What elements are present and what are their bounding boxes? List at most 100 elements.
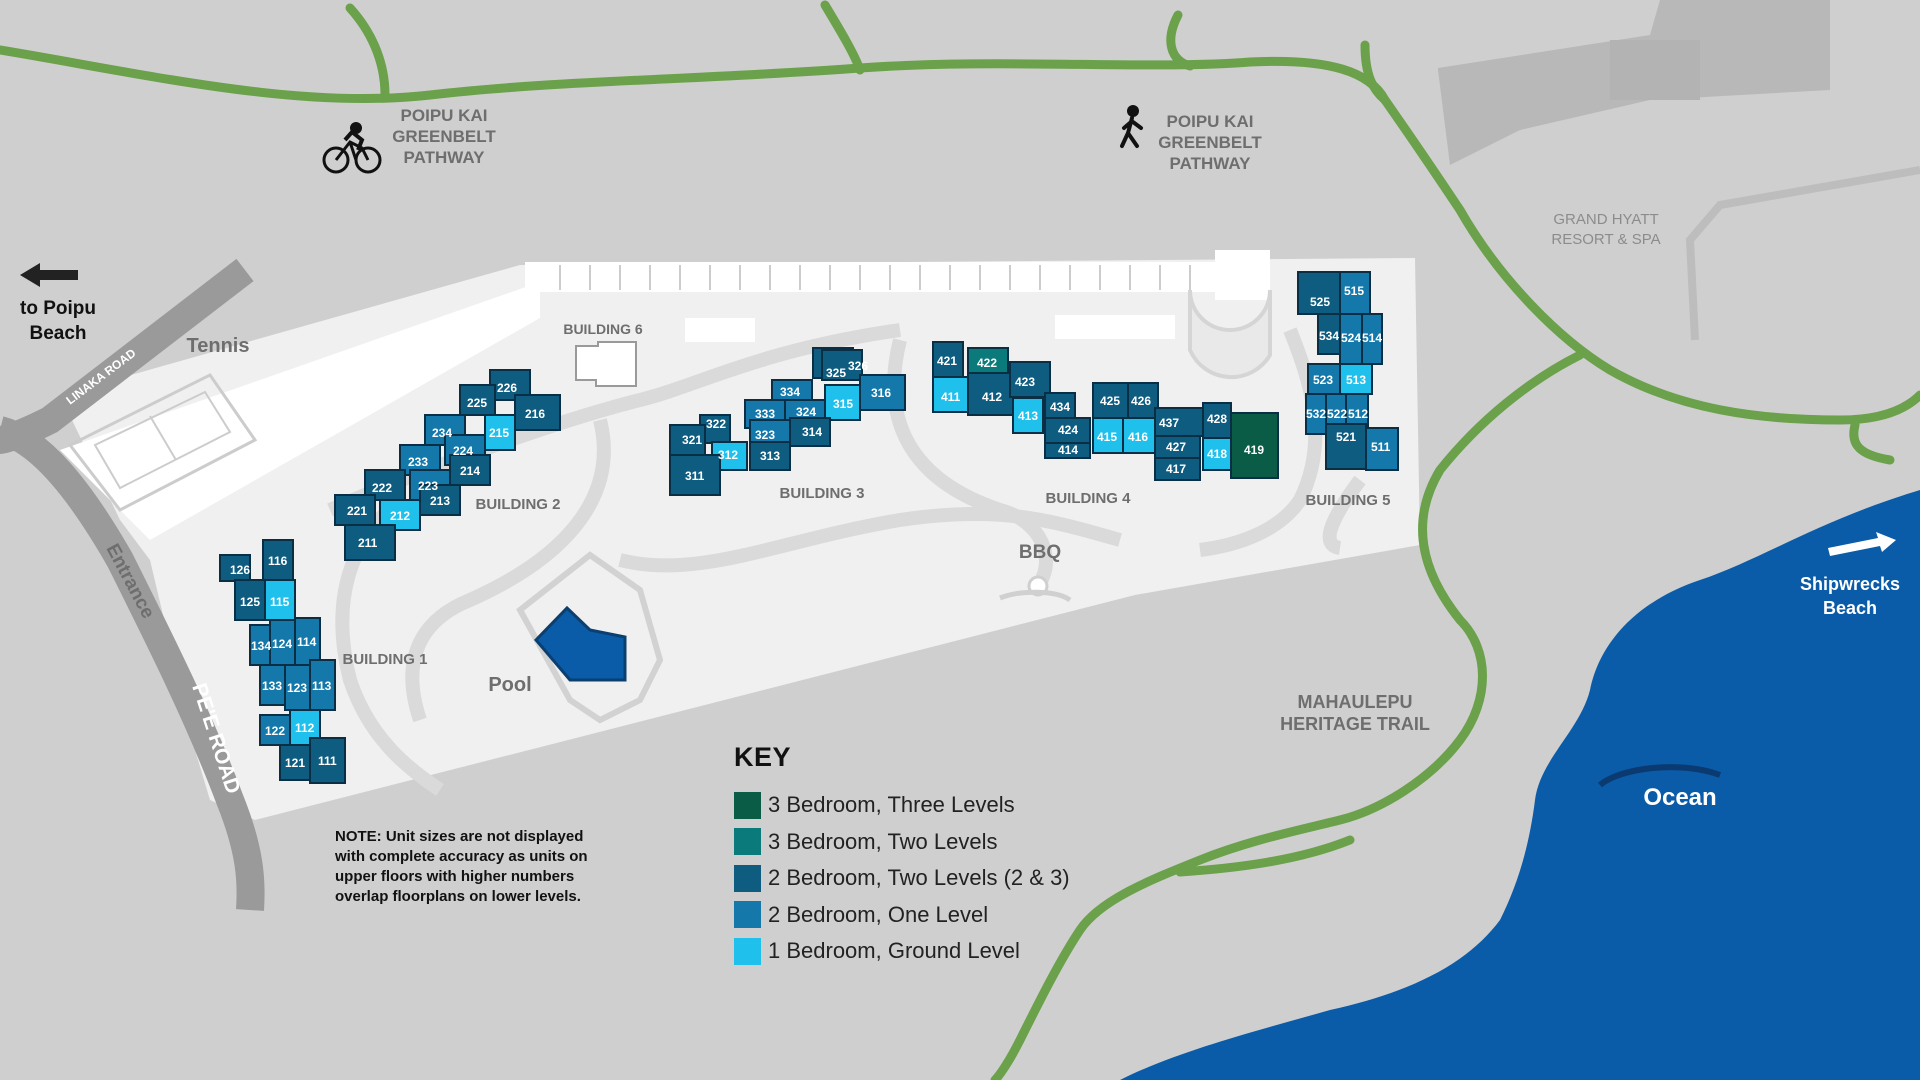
unit-label: 233 [408,455,428,469]
unit-116 [262,539,294,581]
unit-label: 334 [780,385,800,399]
unit-label: 421 [937,354,957,368]
unit-label: 112 [295,721,315,735]
unit-label: 234 [432,426,452,440]
walking-person-icon [1120,105,1143,148]
unit-label: 225 [467,396,487,410]
unit-label: 333 [755,407,775,421]
unit-label: 316 [871,386,891,400]
tennis-label: Tennis [187,335,250,357]
roads [0,258,265,911]
unit-label: 423 [1015,375,1035,389]
greenbelt-left-line1: POIPU KAI [401,106,488,125]
pool-area [516,551,664,724]
unit-label: 522 [1327,407,1347,421]
unit-221 [334,494,376,526]
resort-grounds [60,258,1420,820]
unit-313 [749,441,791,471]
building4: 421 422 411 412 423 413 434 425 426 424 … [932,341,1279,481]
unit-label: 125 [240,595,260,609]
mahaulepu-line2: HERITAGE TRAIL [1280,714,1430,734]
unit-label: 213 [430,494,450,508]
unit-label: 411 [941,390,961,404]
bbq-area [999,575,1072,603]
unit-414 [1044,442,1091,459]
unit-label: 134 [251,639,271,653]
unit-121 [279,744,311,781]
unit-label: 221 [347,504,367,518]
unit-label: 513 [1346,373,1366,387]
unit-422 [967,347,1009,374]
unit-424 [1044,417,1091,444]
legend-item: 2 Bedroom, Two Levels (2 & 3) [734,860,1070,897]
unit-215 [484,414,516,451]
unit-label: 325 [826,366,846,380]
arrow-right-icon [1828,532,1896,556]
unit-416 [1122,417,1156,454]
to-poipu-line1: to Poipu [20,298,96,319]
unit-314 [789,417,831,447]
legend-item: 3 Bedroom, Three Levels [734,787,1070,824]
unit-label: 111 [318,754,337,768]
shipwrecks-line1: Shipwrecks [1800,574,1900,594]
unit-label: 524 [1341,331,1361,345]
buildings-container: 126 116 125 115 134 124 114 133 123 113 … [219,271,1399,784]
unit-411 [932,376,969,413]
unit-label: 312 [718,448,738,462]
greenbelt-left-line3: PATHWAY [404,148,486,167]
ocean-label: Ocean [1643,784,1716,811]
unit-113 [309,659,336,711]
building3: 326 325 316 315 334 324 333 323 314 313 … [669,347,906,496]
unit-325 [821,349,863,381]
legend: KEY 3 Bedroom, Three Levels 3 Bedroom, T… [734,742,1070,970]
unit-112 [289,709,321,746]
legend-swatch [734,828,761,856]
unit-513 [1339,363,1373,395]
unit-label: 422 [977,356,997,370]
unit-125 [234,579,266,621]
legend-item: 1 Bedroom, Ground Level [734,933,1070,970]
unit-label: 416 [1128,430,1148,444]
unit-size-note: NOTE: Unit sizes are not displayed with … [335,828,588,905]
wave-icon [1598,764,1722,788]
unit-515 [1339,271,1371,315]
greenbelt-right-line1: POIPU KAI [1167,112,1254,131]
unit-label: 315 [833,397,853,411]
unit-211 [344,524,396,561]
unit-label: 512 [1348,407,1368,421]
unit-label: 321 [682,433,702,447]
building6-label: BUILDING 6 [563,321,643,337]
unit-417 [1154,457,1201,481]
unit-115 [264,579,296,621]
unit-label: 324 [796,405,816,419]
unit-419 [1230,412,1279,479]
grand-hyatt-line1: GRAND HYATT [1553,211,1658,228]
unit-123 [284,664,311,711]
legend-swatch [734,791,761,819]
unit-label: 322 [706,417,726,431]
unit-label: 223 [418,479,438,493]
unit-label: 326 [848,359,868,373]
greenbelt-right-line2: GREENBELT [1158,133,1262,152]
building2-label: BUILDING 2 [475,496,560,513]
unit-426 [1127,382,1159,419]
to-poipu-line2: Beach [29,323,86,344]
unit-label: 113 [312,679,332,693]
bbq-label: BBQ [1019,542,1061,563]
unit-label: 515 [1344,284,1364,298]
unit-label: 437 [1159,416,1179,430]
unit-316 [859,374,906,411]
unit-523 [1307,363,1341,395]
legend-label: 1 Bedroom, Ground Level [768,938,1020,964]
unit-label: 511 [1371,440,1391,454]
legend-item: 2 Bedroom, One Level [734,897,1070,934]
unit-311 [669,454,721,496]
unit-label: 126 [230,563,250,577]
legend-item: 3 Bedroom, Two Levels [734,824,1070,861]
unit-label: 412 [982,390,1002,404]
greenbelt-right-line3: PATHWAY [1170,154,1252,173]
ocean-area [1120,490,1920,1080]
mahaulepu-line1: MAHAULEPU [1298,692,1413,712]
unit-412 [967,372,1014,416]
